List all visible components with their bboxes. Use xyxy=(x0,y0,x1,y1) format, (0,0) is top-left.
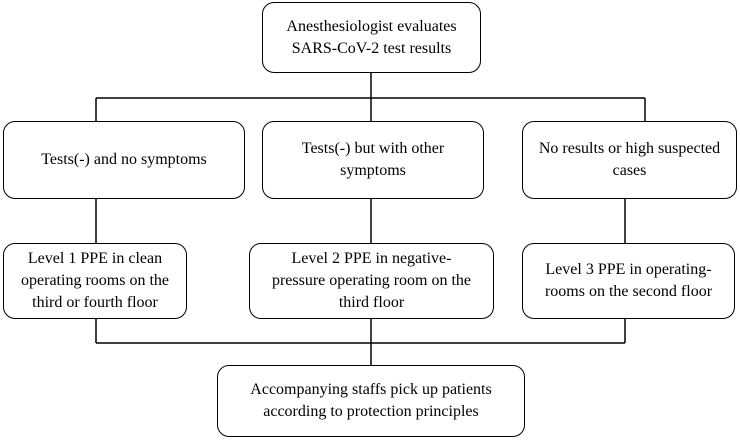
condition-node-2: Tests(-) but with other symptoms xyxy=(262,121,484,199)
condition-node-3-text: No results or high suspected cases xyxy=(538,140,721,179)
final-node: Accompanying staffs pick up patients acc… xyxy=(217,365,525,437)
condition-node-3: No results or high suspected cases xyxy=(522,121,737,199)
condition-node-1: Tests(-) and no symptoms xyxy=(3,121,245,199)
action-node-3-text: Level 3 PPE in operating- rooms on the s… xyxy=(544,261,713,300)
action-node-2-text: Level 2 PPE in negative- pressure operat… xyxy=(271,250,472,311)
final-node-text: Accompanying staffs pick up patients acc… xyxy=(250,381,492,420)
condition-node-2-text: Tests(-) but with other symptoms xyxy=(301,140,445,179)
root-node: Anesthesiologist evaluates SARS-CoV-2 te… xyxy=(262,2,481,73)
root-node-text: Anesthesiologist evaluates SARS-CoV-2 te… xyxy=(286,17,457,57)
action-node-3: Level 3 PPE in operating- rooms on the s… xyxy=(522,243,735,319)
action-node-1: Level 1 PPE in clean operating rooms on … xyxy=(3,243,187,319)
action-node-1-text: Level 1 PPE in clean operating rooms on … xyxy=(21,250,169,311)
condition-node-1-text: Tests(-) and no symptoms xyxy=(41,151,207,168)
action-node-2: Level 2 PPE in negative- pressure operat… xyxy=(249,243,494,319)
